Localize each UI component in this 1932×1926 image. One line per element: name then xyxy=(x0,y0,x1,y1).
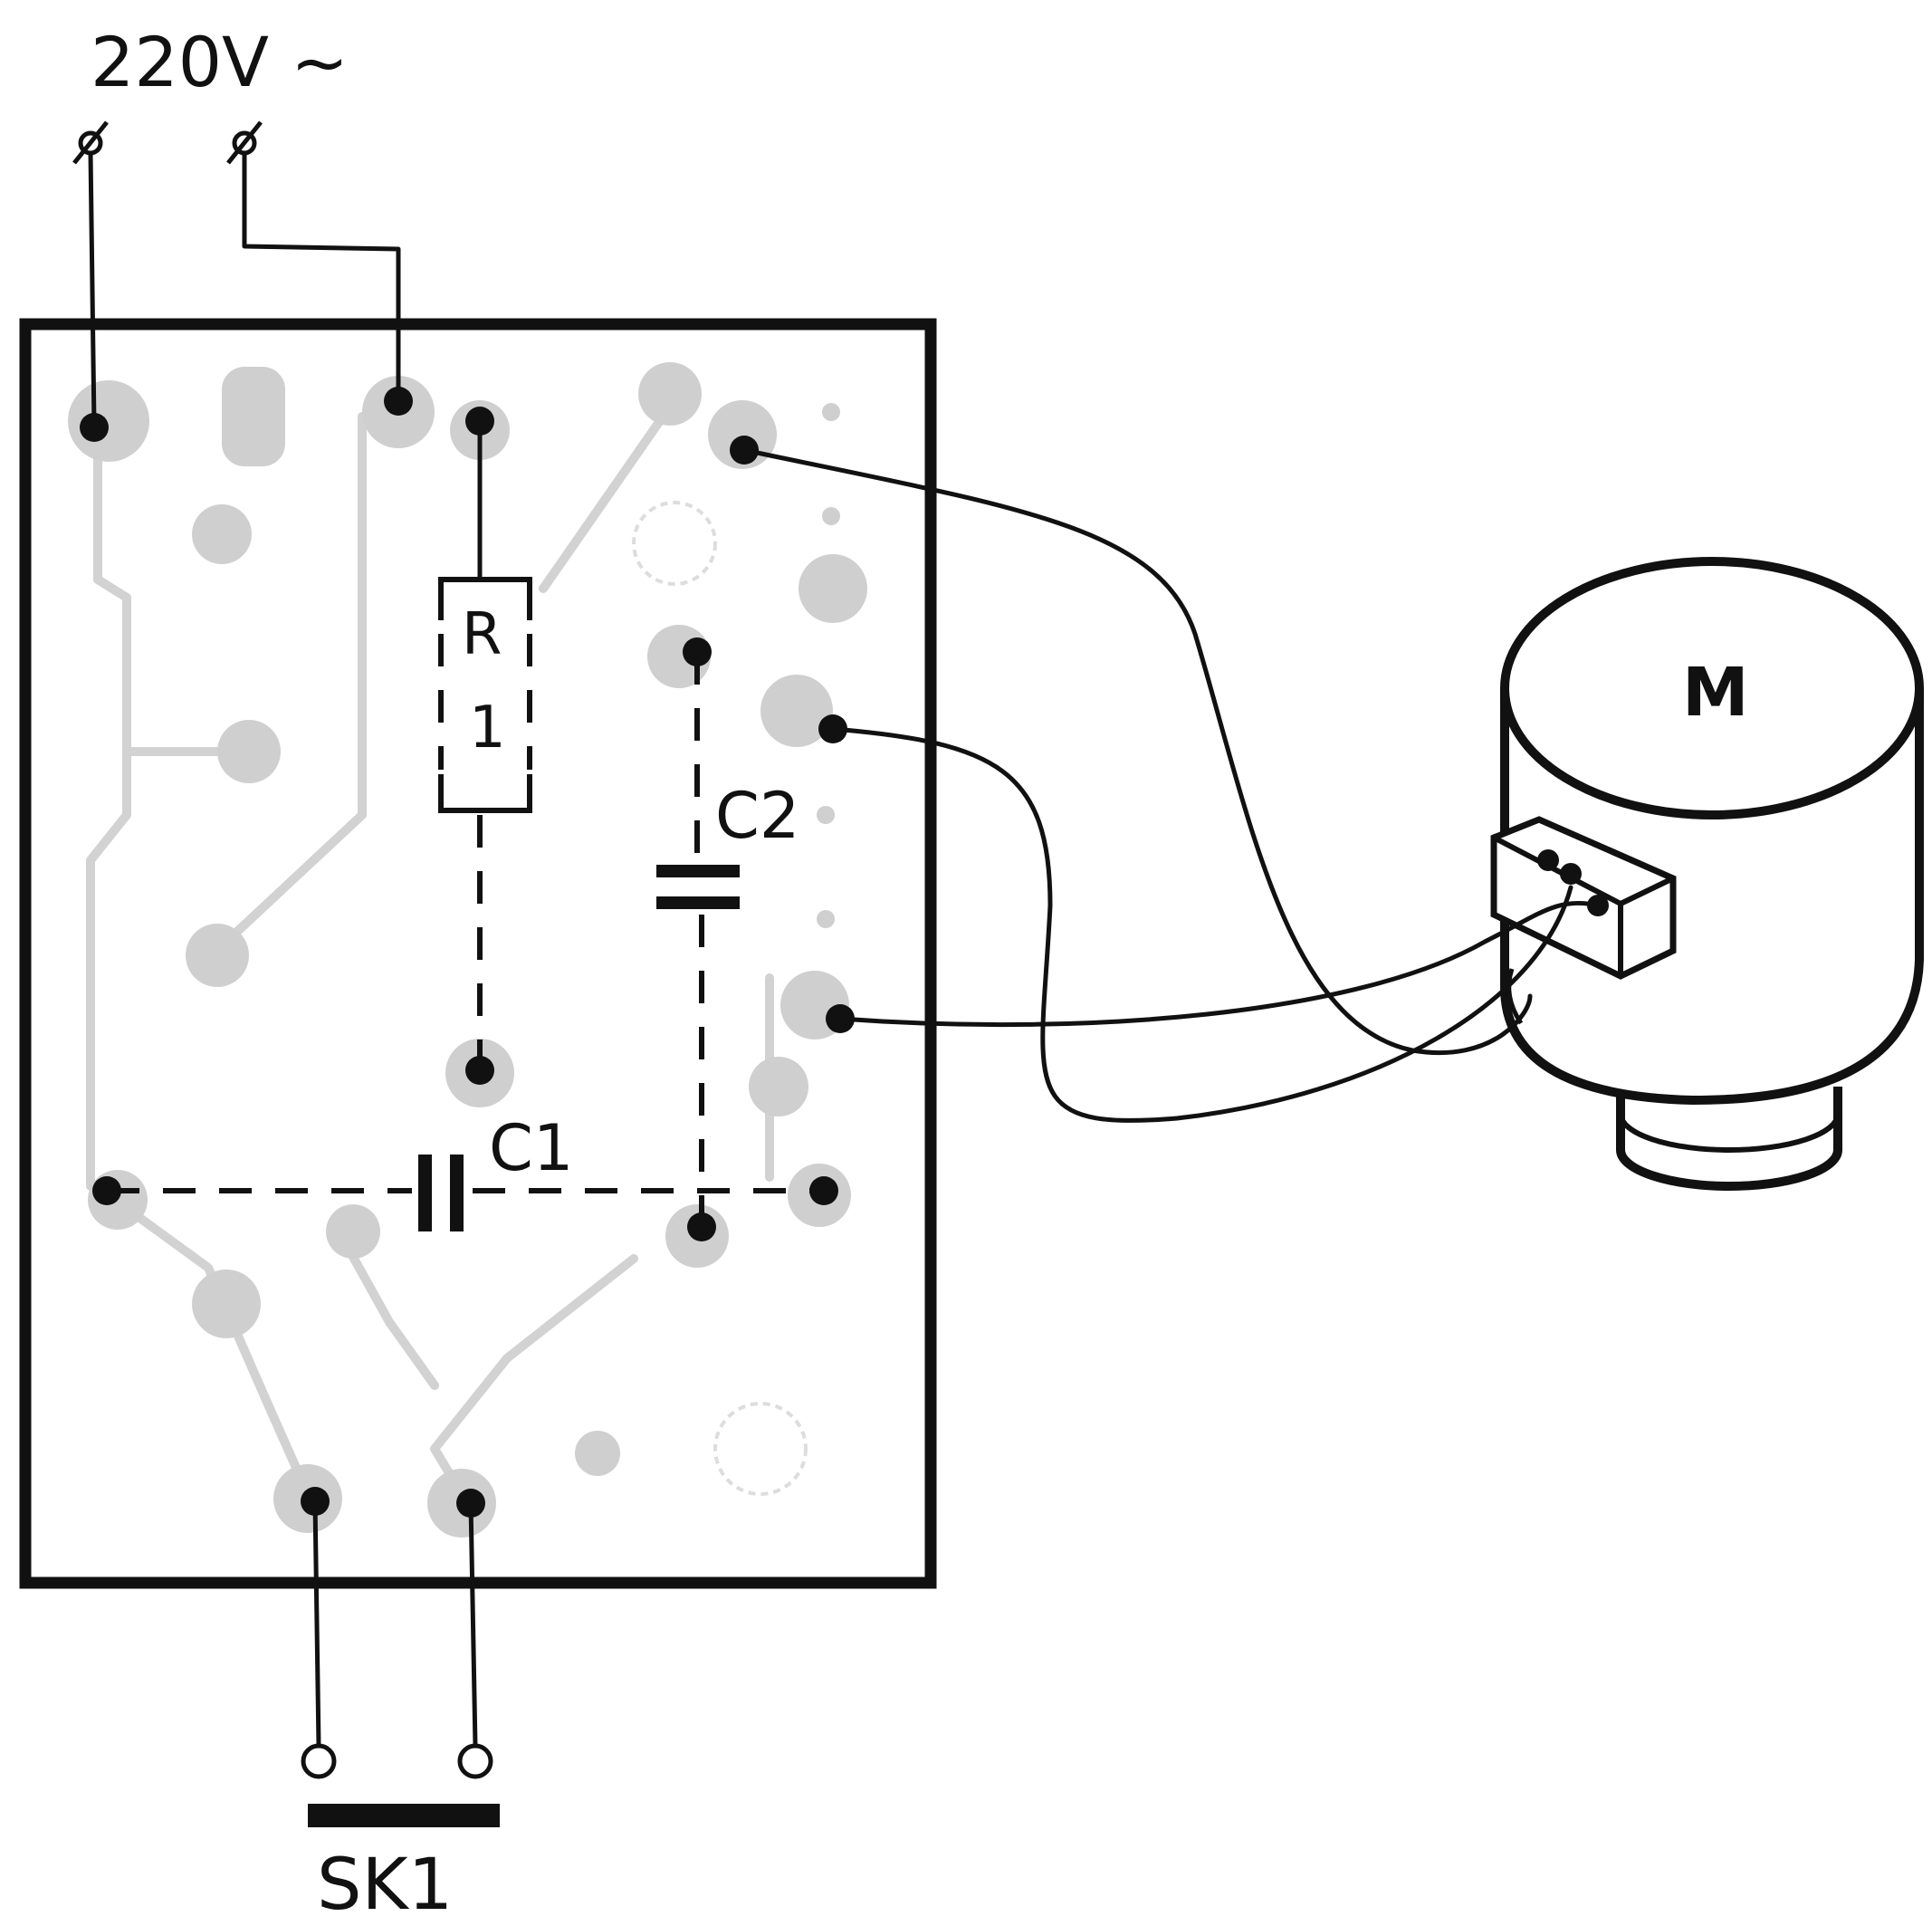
supply-wire-left xyxy=(88,150,97,428)
switch-contact-left xyxy=(301,1743,337,1779)
motor-wire-top xyxy=(741,447,1533,1055)
c2-label: C2 xyxy=(715,779,799,853)
capacitor-c2 xyxy=(656,652,740,1222)
resistor-r1 xyxy=(438,418,532,1068)
supply-label: 220V ~ xyxy=(91,22,349,102)
solder-nodes xyxy=(80,387,855,1518)
pcb-traces xyxy=(68,362,867,1538)
motor-label: M xyxy=(1682,654,1749,732)
capacitor-c1 xyxy=(107,1155,824,1231)
switch-contact-right xyxy=(457,1743,493,1779)
motor-wire-bottom xyxy=(837,900,1601,1028)
supply-terminals xyxy=(72,120,401,428)
switch-label: SK1 xyxy=(317,1845,453,1926)
switch-bar xyxy=(308,1804,500,1827)
motor-wire-middle xyxy=(830,726,1573,1123)
switch-sk1[interactable] xyxy=(301,1499,500,1827)
motor[interactable] xyxy=(1490,557,1924,1191)
motor-wires xyxy=(741,447,1601,1123)
c1-label: C1 xyxy=(489,1111,573,1185)
resistor-letter: R xyxy=(462,601,502,668)
pcb-board-outline xyxy=(19,318,937,1589)
resistor-number: 1 xyxy=(469,695,506,762)
supply-wire-right xyxy=(242,150,401,403)
